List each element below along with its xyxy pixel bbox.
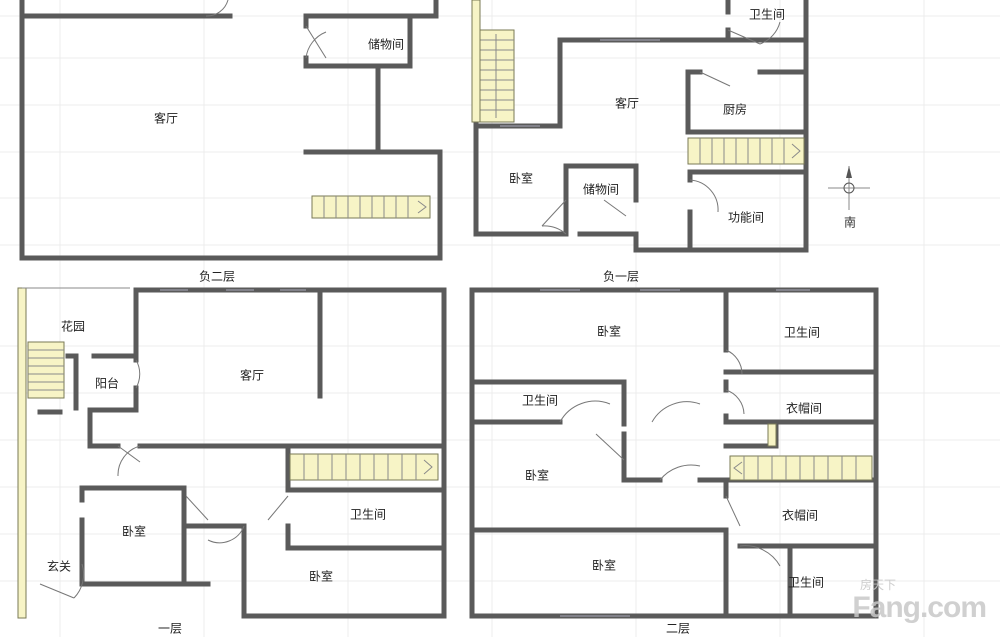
f2-bedroom-mid-label: 卧室 <box>524 468 550 483</box>
f1-garden-label: 花园 <box>60 319 86 334</box>
floor-b1-doors <box>541 21 781 235</box>
f1-living-label: 客厅 <box>239 368 265 383</box>
floor-f2-stair <box>729 423 873 481</box>
b1-bedroom-label: 卧室 <box>508 171 534 186</box>
f1-entrance-label: 玄关 <box>46 559 72 574</box>
floor-f1-stair <box>27 341 439 481</box>
watermark-brand: Fang.com <box>852 591 987 624</box>
f2-bath-bottom-label: 卫生间 <box>787 575 825 590</box>
f2-bath-left-label: 卫生间 <box>521 393 559 408</box>
compass-label: 南 <box>843 215 857 230</box>
b1-utility-label: 功能间 <box>727 210 765 225</box>
f1-bedroom-bottom-label: 卧室 <box>308 569 334 584</box>
b1-kitchen-label: 厨房 <box>722 102 748 117</box>
f2-floor-title: 二层 <box>665 621 691 636</box>
floor-f1-doors <box>39 359 289 599</box>
f2-bedroom-bottom-label: 卧室 <box>591 558 617 573</box>
f1-bath-label: 卫生间 <box>349 507 387 522</box>
f2-cloak-bottom-label: 衣帽间 <box>781 508 819 523</box>
b2-floor-title: 负二层 <box>198 269 236 284</box>
b1-living-label: 客厅 <box>614 96 640 111</box>
f1-floor-title: 一层 <box>157 621 183 636</box>
compass <box>828 166 870 210</box>
floor-b2-stair <box>311 195 431 219</box>
b2-living-label: 客厅 <box>153 111 179 126</box>
b1-bath-label: 卫生间 <box>748 7 786 22</box>
floor-b2-doors <box>205 0 327 59</box>
floor-b2-walls <box>19 0 443 261</box>
b1-storage-label: 储物间 <box>582 182 620 197</box>
floor-b1-stair <box>471 0 805 165</box>
watermark-cn: 房天下 <box>859 578 896 592</box>
b1-floor-title: 负一层 <box>602 269 640 284</box>
floor-f2-walls <box>469 287 879 619</box>
f2-bath-top-label: 卫生间 <box>783 325 821 340</box>
f1-bedroom-left-label: 卧室 <box>121 524 147 539</box>
b2-storage-label: 储物间 <box>367 37 405 52</box>
f1-balcony-label: 阳台 <box>94 376 120 391</box>
f2-cloak-top-label: 衣帽间 <box>785 401 823 416</box>
floor-f2-doors <box>559 349 781 567</box>
floor-f1-walls <box>17 287 447 619</box>
f2-bedroom-top-label: 卧室 <box>596 324 622 339</box>
floor-b1-walls <box>473 0 809 253</box>
